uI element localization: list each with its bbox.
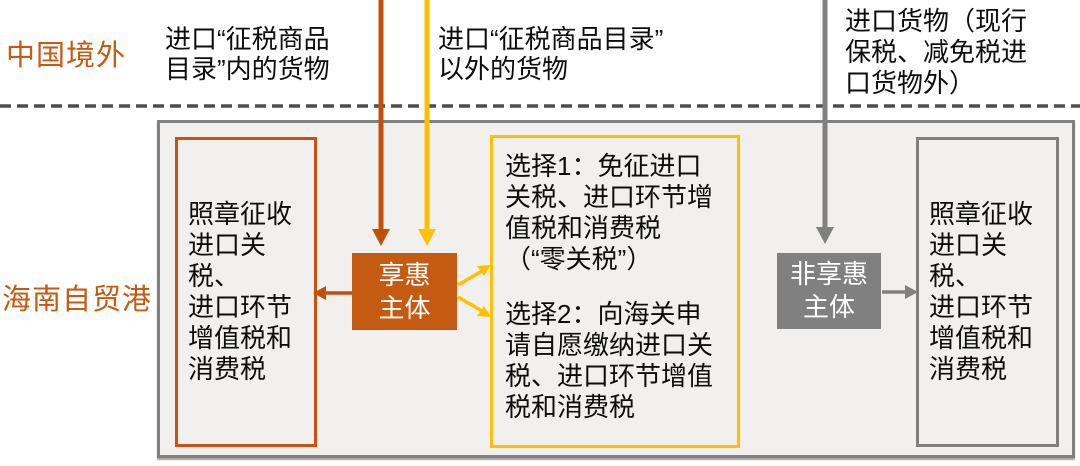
annotation-other-import-goods: 进口货物（现行 保税、减免税进 口货物外）	[845, 6, 1028, 98]
non-beneficiary-entity-text: 非享惠 主体	[789, 259, 868, 322]
beneficiary-entity-box: 享惠 主体	[352, 253, 457, 330]
left-tax-collection-box: 照章征收 进口关税、 进口环节 增值税和 消费税	[175, 137, 317, 447]
choice-2-text: 选择2：向海关申 请自愿缴纳进口关 税、进口环节增值 税和消费税	[505, 299, 714, 422]
non-beneficiary-entity-box: 非享惠 主体	[777, 253, 881, 329]
right-tax-collection-text: 照章征收 进口关税、 进口环节 增值税和 消费税	[929, 199, 1034, 384]
annotation-goods-outside-taxable-catalog: 进口“征税商品目录” 以外的货物	[438, 24, 664, 84]
right-tax-collection-box: 照章征收 进口关税、 进口环节 增值税和 消费税	[916, 137, 1059, 447]
label-hainan-ftp: 海南自贸港	[2, 284, 153, 316]
choices-box: 选择1：免征进口 关税、进口环节增 值税和消费税 （“零关税”） 选择2：向海关…	[490, 135, 740, 448]
beneficiary-entity-text: 享惠 主体	[378, 259, 431, 323]
left-tax-collection-text: 照章征收 进口关税、 进口环节 增值税和 消费税	[188, 199, 293, 384]
label-outside-china: 中国境外	[6, 40, 127, 72]
annotation-goods-in-taxable-catalog: 进口“征税商品 目录”内的货物	[165, 24, 330, 84]
hainan-ftp-zone-box	[157, 120, 1075, 458]
choice-1-text: 选择1：免征进口 关税、进口环节增 值税和消费税 （“零关税”）	[505, 151, 714, 274]
